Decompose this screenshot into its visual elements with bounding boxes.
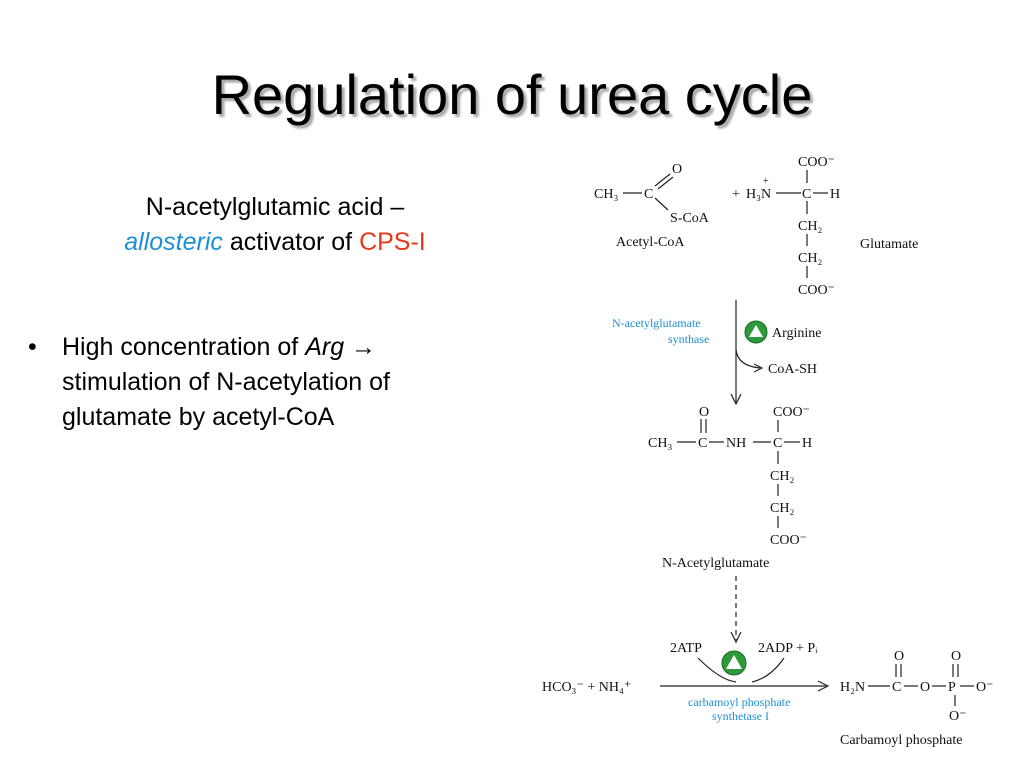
- enzyme1-line1: N-acetylglutamate: [612, 316, 701, 330]
- cp-o-top2: O: [951, 649, 961, 664]
- cps-substrates: HCO₃⁻ + NH₄⁺: [542, 680, 631, 695]
- allosteric-term: allosteric: [124, 228, 223, 256]
- cp-o-top1: O: [894, 649, 904, 664]
- nag-o: O: [699, 405, 709, 420]
- acetyl-ch3: CH₃: [594, 187, 618, 202]
- activator-icon-2: [721, 650, 747, 676]
- glu-coo-top: COO⁻: [798, 155, 835, 170]
- glu-ch2-a: CH₂: [798, 219, 822, 234]
- cps-enzyme-line2: synthetase I: [712, 709, 769, 723]
- arginine-label: Arginine: [772, 326, 822, 341]
- adp-label: 2ADP + Pᵢ: [758, 641, 818, 656]
- nag-c2: C: [773, 436, 782, 451]
- cps-term: CPS-I: [359, 228, 426, 256]
- bullet-prefix: High concentration of: [62, 333, 306, 361]
- coash-branch-arrow: [735, 349, 761, 369]
- arg-term: Arg: [305, 333, 345, 361]
- nag-label: N-Acetylglutamate: [662, 556, 769, 571]
- cp-o-minus-right: O⁻: [976, 680, 994, 695]
- cp-o-minus-bottom: O⁻: [949, 709, 967, 724]
- acetyl-scoa: S-CoA: [670, 211, 710, 226]
- nag-coo-bottom: COO⁻: [770, 533, 807, 548]
- nag-ch2-b: CH₂: [770, 501, 794, 516]
- glu-h: H: [830, 187, 840, 202]
- nag-ch2-a: CH₂: [770, 469, 794, 484]
- acetyl-coa-structure: CH₃ C O S-CoA Acetyl-CoA: [594, 162, 710, 250]
- glu-c: C: [802, 187, 811, 202]
- nag-c1: C: [698, 436, 707, 451]
- nag-coo-top: COO⁻: [773, 405, 810, 420]
- nag-h: H: [802, 436, 812, 451]
- atp-label: 2ATP: [670, 641, 702, 656]
- adp-out-curve: [751, 657, 785, 683]
- nag-ch3: CH₃: [648, 436, 672, 451]
- acetyl-o: O: [672, 162, 682, 177]
- slide-title: Regulation of urea cycle: [211, 63, 813, 126]
- glu-charge: +: [763, 176, 769, 187]
- cp-p: P: [948, 680, 956, 695]
- n-acetylglutamate-structure: O CH₃ C NH COO⁻ C H CH₂ CH₂ COO⁻ N-Acety…: [648, 405, 812, 571]
- subtitle-line1: N-acetylglutamic acid –: [145, 193, 405, 221]
- enzyme1-line2: synthase: [668, 332, 709, 346]
- cp-c: C: [892, 680, 901, 695]
- urea-cycle-regulation-scheme: CH₃ C O S-CoA Acetyl-CoA + COO⁻ + H₃N C …: [542, 155, 994, 748]
- glu-h3n: H₃N: [746, 187, 771, 202]
- glutamate-label: Glutamate: [860, 237, 918, 252]
- acetyl-c: C: [644, 187, 653, 202]
- nag-nh: NH: [726, 436, 746, 451]
- plus-sign: +: [732, 187, 740, 202]
- glu-coo-bottom: COO⁻: [798, 283, 835, 298]
- coash-label: CoA-SH: [768, 362, 817, 377]
- bullet-marker: •: [28, 333, 37, 361]
- cps-enzyme-line1: carbamoyl phosphate: [688, 695, 790, 709]
- carbamoyl-phosphate-structure: H₂N C O O P O O⁻ O⁻ Carbamoyl phosphate: [840, 649, 994, 748]
- activator-of-text: activator of: [229, 228, 353, 256]
- cp-o-bridge: O: [920, 680, 930, 695]
- bullet-suffix: → stimulation of N-acetylation of glutam…: [62, 333, 390, 431]
- atp-in-curve: [697, 657, 737, 683]
- glutamate-structure: COO⁻ + H₃N C H CH₂ CH₂ COO⁻ Glutamate: [746, 155, 918, 298]
- glu-ch2-b: CH₂: [798, 251, 822, 266]
- bullet-text: High concentration of Arg → stimulation …: [62, 330, 502, 435]
- subtitle: N-acetylglutamic acid – allosteric activ…: [40, 190, 510, 260]
- activator-icon-1: [744, 320, 768, 344]
- cp-h2n: H₂N: [840, 680, 865, 695]
- acetyl-coa-label: Acetyl-CoA: [616, 235, 685, 250]
- cp-label: Carbamoyl phosphate: [840, 733, 962, 748]
